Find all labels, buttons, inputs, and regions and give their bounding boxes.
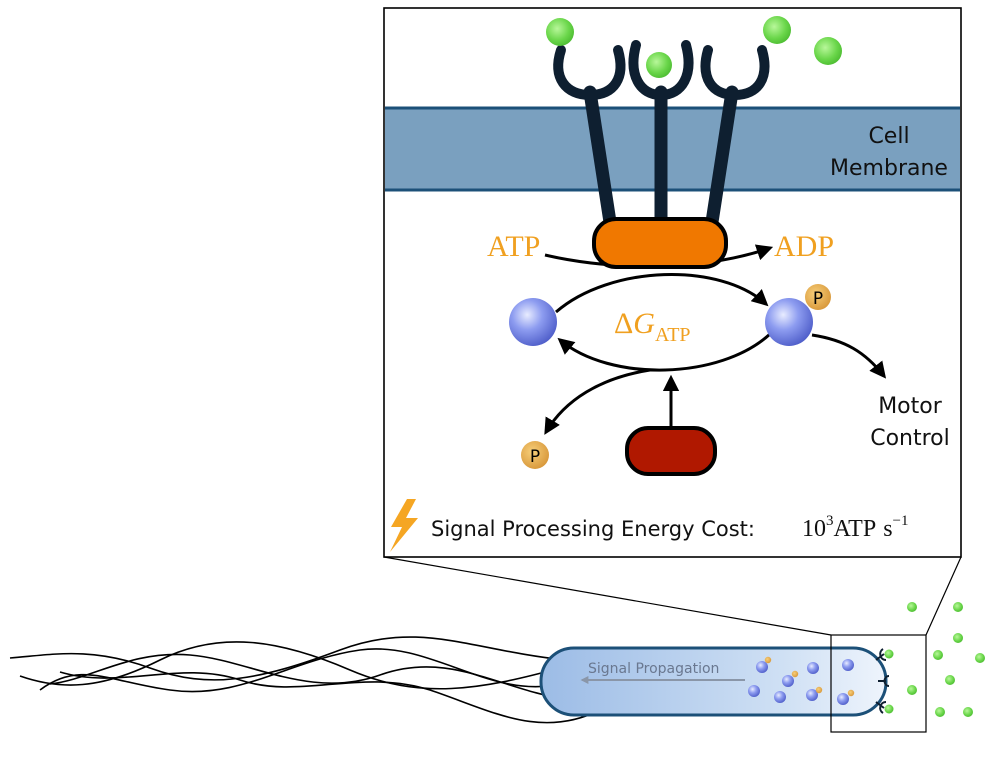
cost-unit: ATP — [834, 516, 877, 542]
ligand — [763, 16, 791, 44]
receptor-head-center — [628, 40, 694, 101]
receptor-complex — [553, 40, 770, 229]
ligand — [933, 650, 943, 660]
flagellum — [59, 671, 601, 724]
zoom-connector-left — [383, 556, 832, 636]
cell-membrane — [385, 108, 960, 190]
lightning-bolt-icon — [390, 499, 418, 552]
phosphate — [847, 689, 855, 697]
energy-cost-label: Signal Processing Energy Cost: — [431, 517, 755, 541]
protein — [807, 662, 819, 674]
phosphate-label: P — [813, 289, 823, 309]
ligand — [935, 707, 945, 717]
receptor-stalk-right — [705, 85, 739, 229]
dephosphorylation-arrow — [557, 332, 772, 372]
motor-label-line1: Motor — [878, 394, 943, 419]
flagellum — [9, 636, 566, 681]
protein — [837, 693, 849, 705]
atp-label: ATP — [487, 230, 540, 263]
ligand-bound — [884, 704, 894, 714]
zoom-connector-right — [925, 556, 962, 636]
ligand-bound — [646, 52, 672, 78]
bacterium: Signal Propagation — [539, 646, 894, 717]
cost-exponent: 3 — [826, 513, 834, 529]
receptor-stalk-left — [583, 85, 617, 229]
external-ligands — [907, 602, 985, 717]
protein — [774, 691, 786, 703]
phosphate-released: P — [521, 441, 549, 469]
protein — [756, 661, 768, 673]
ligand — [963, 707, 973, 717]
inset-panel: Cell Membrane ATP ADP P — [383, 7, 962, 558]
motor-label-line2: Control — [870, 426, 950, 451]
g-subscript: ATP — [655, 324, 691, 346]
protein-unphosphorylated — [509, 298, 557, 346]
delta-symbol: Δ — [614, 307, 633, 340]
cost-per-exponent: −1 — [893, 513, 909, 529]
ligand — [546, 18, 574, 46]
ligand — [953, 602, 963, 612]
ligand — [907, 685, 917, 695]
delta-g-atp-label: ΔGATP — [614, 307, 691, 346]
protein — [748, 685, 760, 697]
receptor-head-right — [700, 45, 770, 101]
flagella — [9, 636, 601, 724]
flagellum — [49, 653, 571, 701]
bacterium-body — [539, 646, 888, 717]
signal-propagation-label: Signal Propagation — [588, 661, 719, 677]
receptor-head-left — [553, 45, 626, 101]
g-symbol: G — [633, 307, 655, 340]
ligand — [953, 633, 963, 643]
motor-control-arrow — [811, 333, 887, 379]
ligand — [814, 37, 842, 65]
surface-receptors — [875, 648, 890, 714]
phosphate-attached: P — [805, 284, 831, 310]
protein — [842, 659, 854, 671]
phosphate — [791, 670, 799, 678]
membrane-label-line1: Cell — [868, 124, 909, 149]
phosphatase — [625, 426, 717, 476]
protein-phosphorylated — [765, 298, 813, 346]
flagellum — [19, 641, 561, 690]
protein — [806, 689, 818, 701]
protein — [782, 675, 794, 687]
ligand — [975, 653, 985, 663]
ligand — [907, 602, 917, 612]
phosphorylation-arrow — [555, 273, 769, 314]
cost-base: 10 — [802, 516, 826, 542]
adp-label: ADP — [774, 230, 834, 263]
phosphate-release-arrow — [544, 368, 651, 435]
cost-per: s — [883, 516, 892, 542]
phosphate — [815, 686, 823, 694]
ligand-bound — [884, 649, 894, 659]
phosphate — [764, 656, 772, 664]
kinase — [592, 217, 728, 269]
ligand — [945, 675, 955, 685]
phosphate-released-label: P — [530, 447, 540, 467]
internal-proteins — [748, 656, 855, 705]
zoom-region-box — [830, 634, 927, 733]
membrane-label-line2: Membrane — [830, 156, 948, 181]
